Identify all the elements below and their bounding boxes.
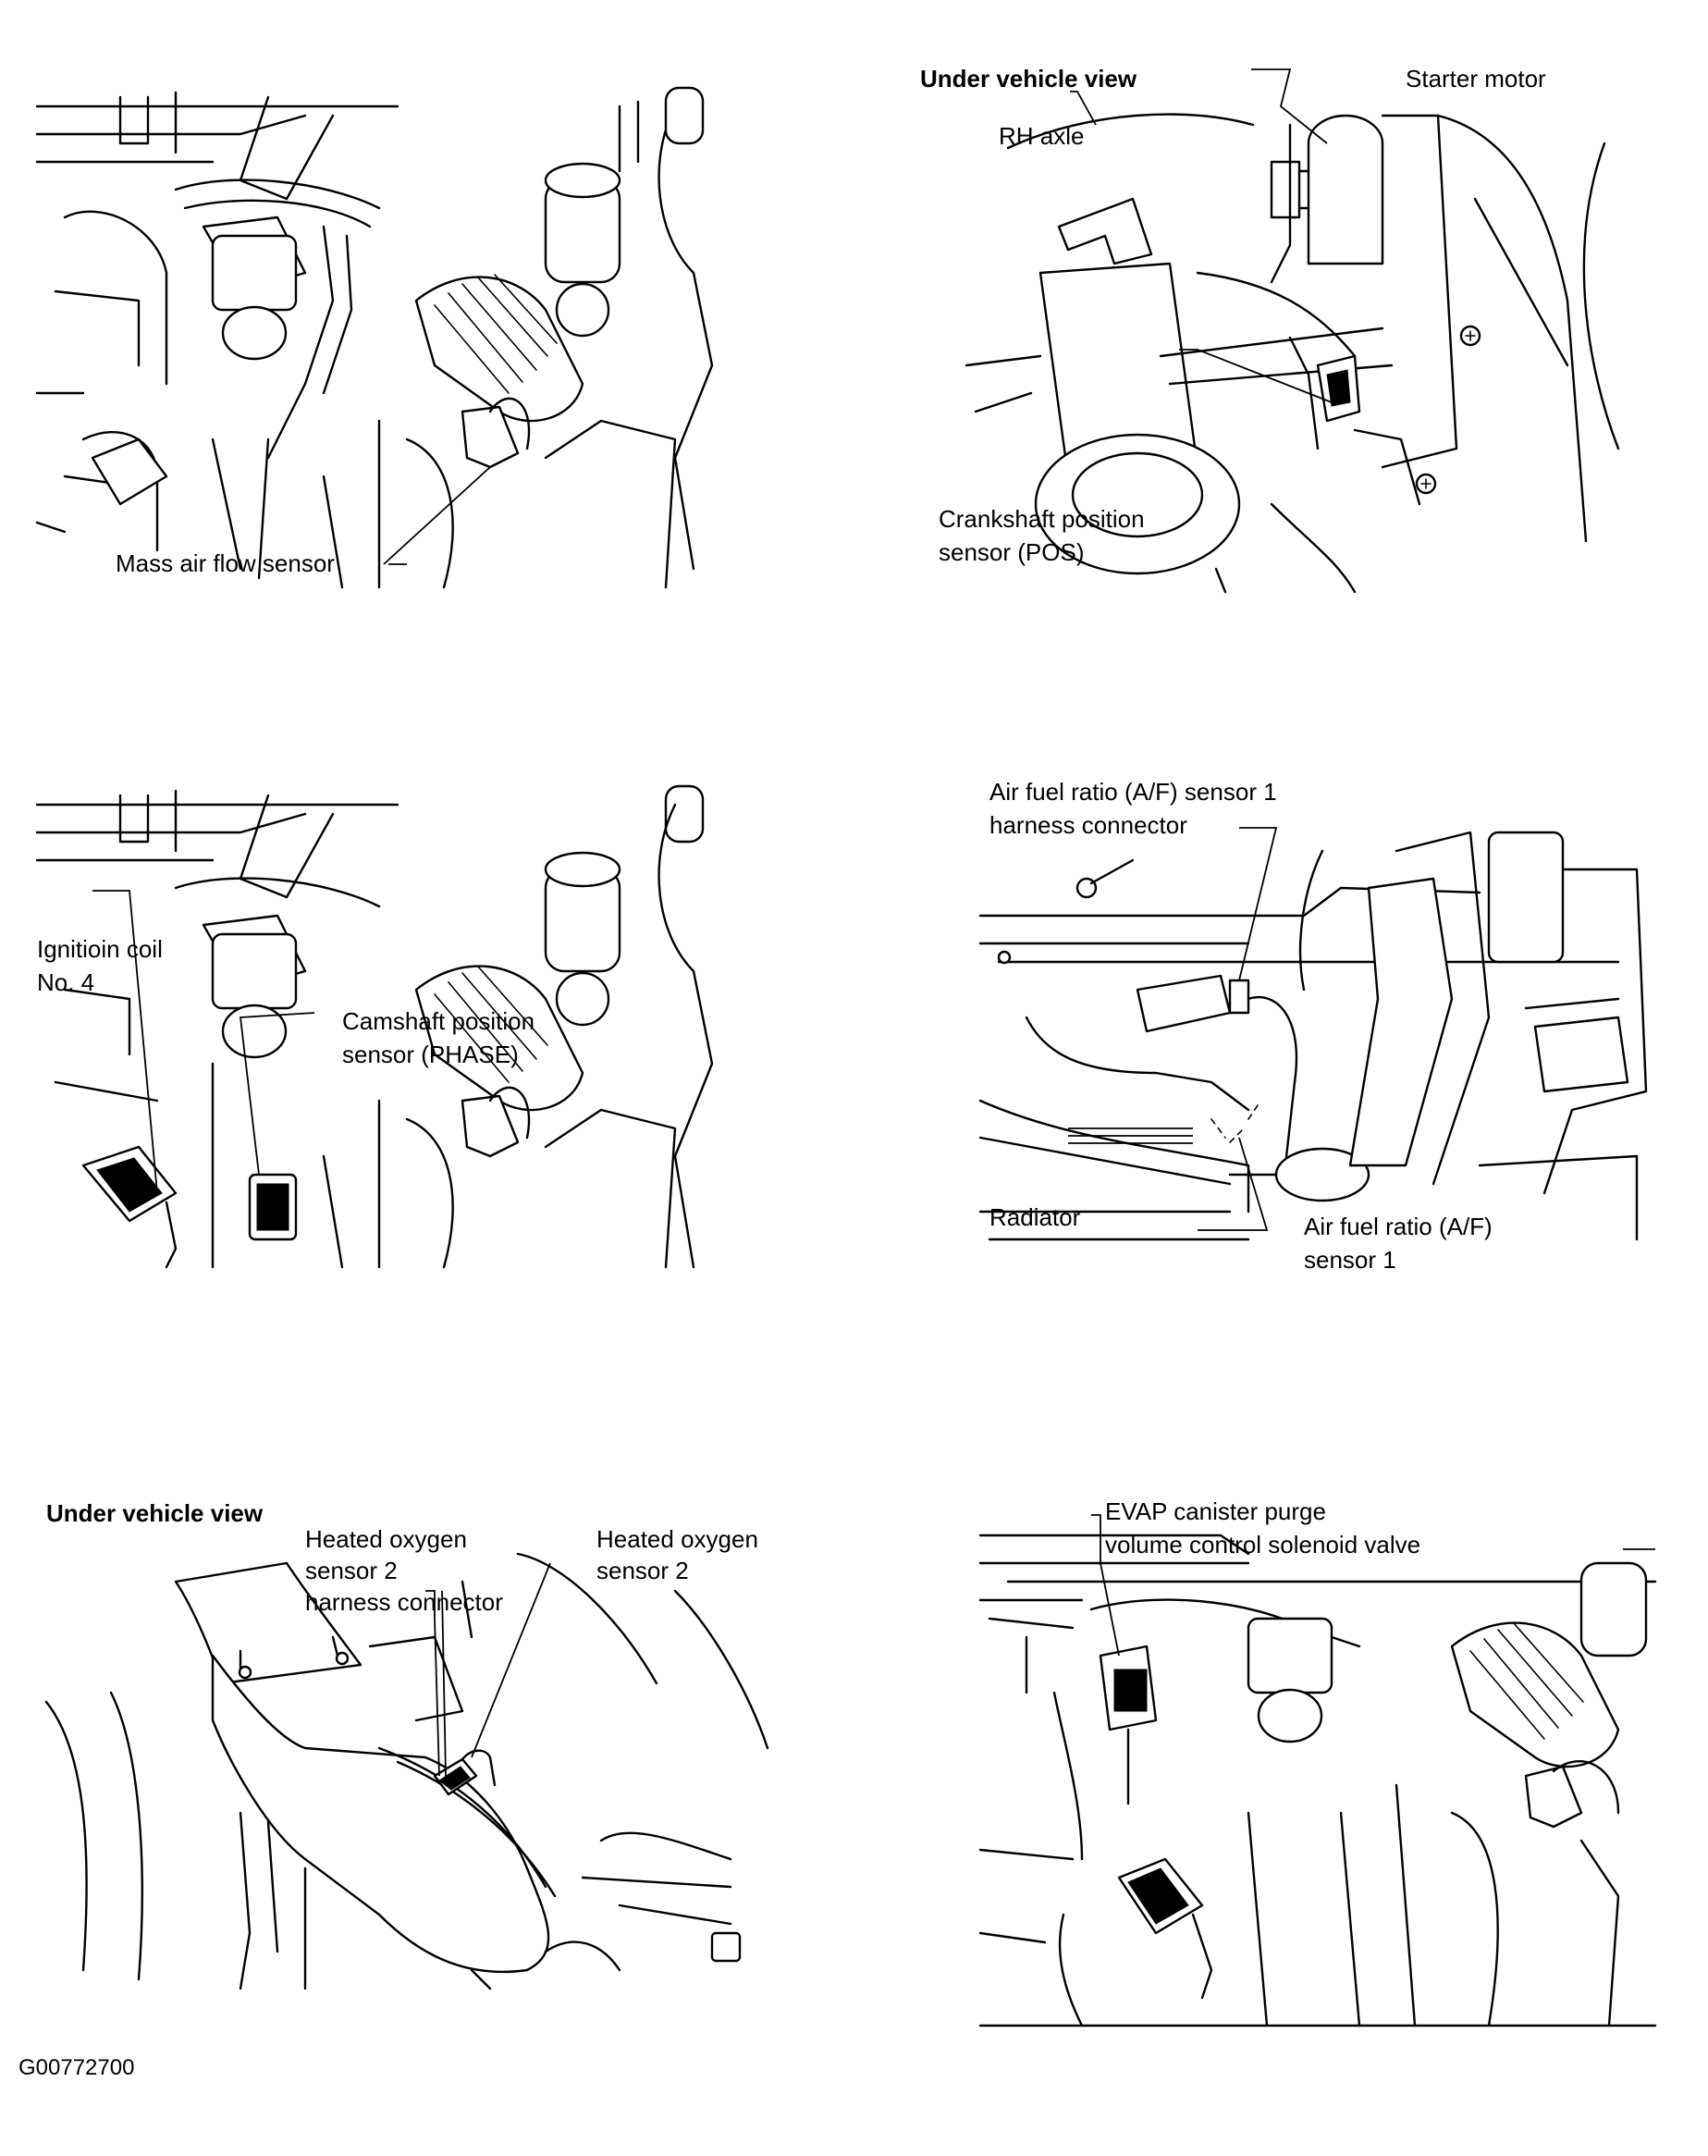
engine-illustration-evap xyxy=(978,1514,1657,2027)
label-sensor-1: sensor 1 xyxy=(1304,1246,1396,1274)
label-sensor-2-connector: sensor 2 xyxy=(305,1557,398,1584)
engine-illustration-maf xyxy=(35,86,714,589)
panel-evap-canister-purge: EVAP canister purge volume control solen… xyxy=(971,1497,1674,2035)
label-starter-motor: Starter motor xyxy=(1406,65,1546,92)
label-sensor-pos: sensor (POS) xyxy=(939,538,1085,566)
label-rh-axle: RH axle xyxy=(999,122,1085,150)
label-mass-air-flow-sensor: Mass air flow sensor xyxy=(116,549,335,577)
label-evap-canister-purge: EVAP canister purge xyxy=(1105,1497,1326,1525)
label-crankshaft-position: Crankshaft position xyxy=(939,505,1145,533)
label-af-sensor-connector: Air fuel ratio (A/F) sensor 1 xyxy=(989,778,1277,806)
panel-camshaft-position-sensor: Ignitioin coil No. 4 Camshaft position s… xyxy=(28,784,740,1276)
label-harness-connector-2: harness connector xyxy=(305,1588,503,1616)
engine-illustration-phase xyxy=(35,784,714,1269)
panel-af-sensor: Air fuel ratio (A/F) sensor 1 harness co… xyxy=(971,777,1655,1276)
exhaust-illustration-ho2s xyxy=(44,1552,769,1990)
label-ignition-coil: Ignitioin coil xyxy=(37,935,163,963)
label-harness-connector: harness connector xyxy=(989,811,1187,839)
label-under-vehicle-view-2: Under vehicle view xyxy=(46,1499,264,1527)
radiator-illustration-af xyxy=(978,827,1648,1241)
label-coil-no4: No. 4 xyxy=(37,968,95,996)
label-sensor-phase: sensor (PHASE) xyxy=(342,1041,519,1068)
label-radiator: Radiator xyxy=(989,1203,1081,1231)
panel-heated-oxygen-sensor: Under vehicle view Heated oxygen sensor … xyxy=(28,1471,795,2007)
panel-mass-air-flow-sensor: Mass air flow sensor xyxy=(28,86,740,592)
undercarriage-illustration-pos xyxy=(965,68,1620,594)
label-heated-oxygen-connector: Heated oxygen xyxy=(305,1525,467,1553)
panel-crankshaft-position-sensor: Under vehicle view Starter motor RH axle… xyxy=(920,60,1623,594)
figure-id: G00772700 xyxy=(18,2055,135,2080)
label-heated-oxygen-sensor: Heated oxygen xyxy=(596,1525,758,1553)
label-camshaft-position: Camshaft position xyxy=(342,1007,535,1035)
label-af-sensor: Air fuel ratio (A/F) xyxy=(1304,1213,1493,1240)
label-volume-control-solenoid-valve: volume control solenoid valve xyxy=(1105,1531,1421,1558)
label-under-vehicle-view: Under vehicle view xyxy=(920,65,1137,92)
label-sensor-2: sensor 2 xyxy=(596,1557,689,1584)
